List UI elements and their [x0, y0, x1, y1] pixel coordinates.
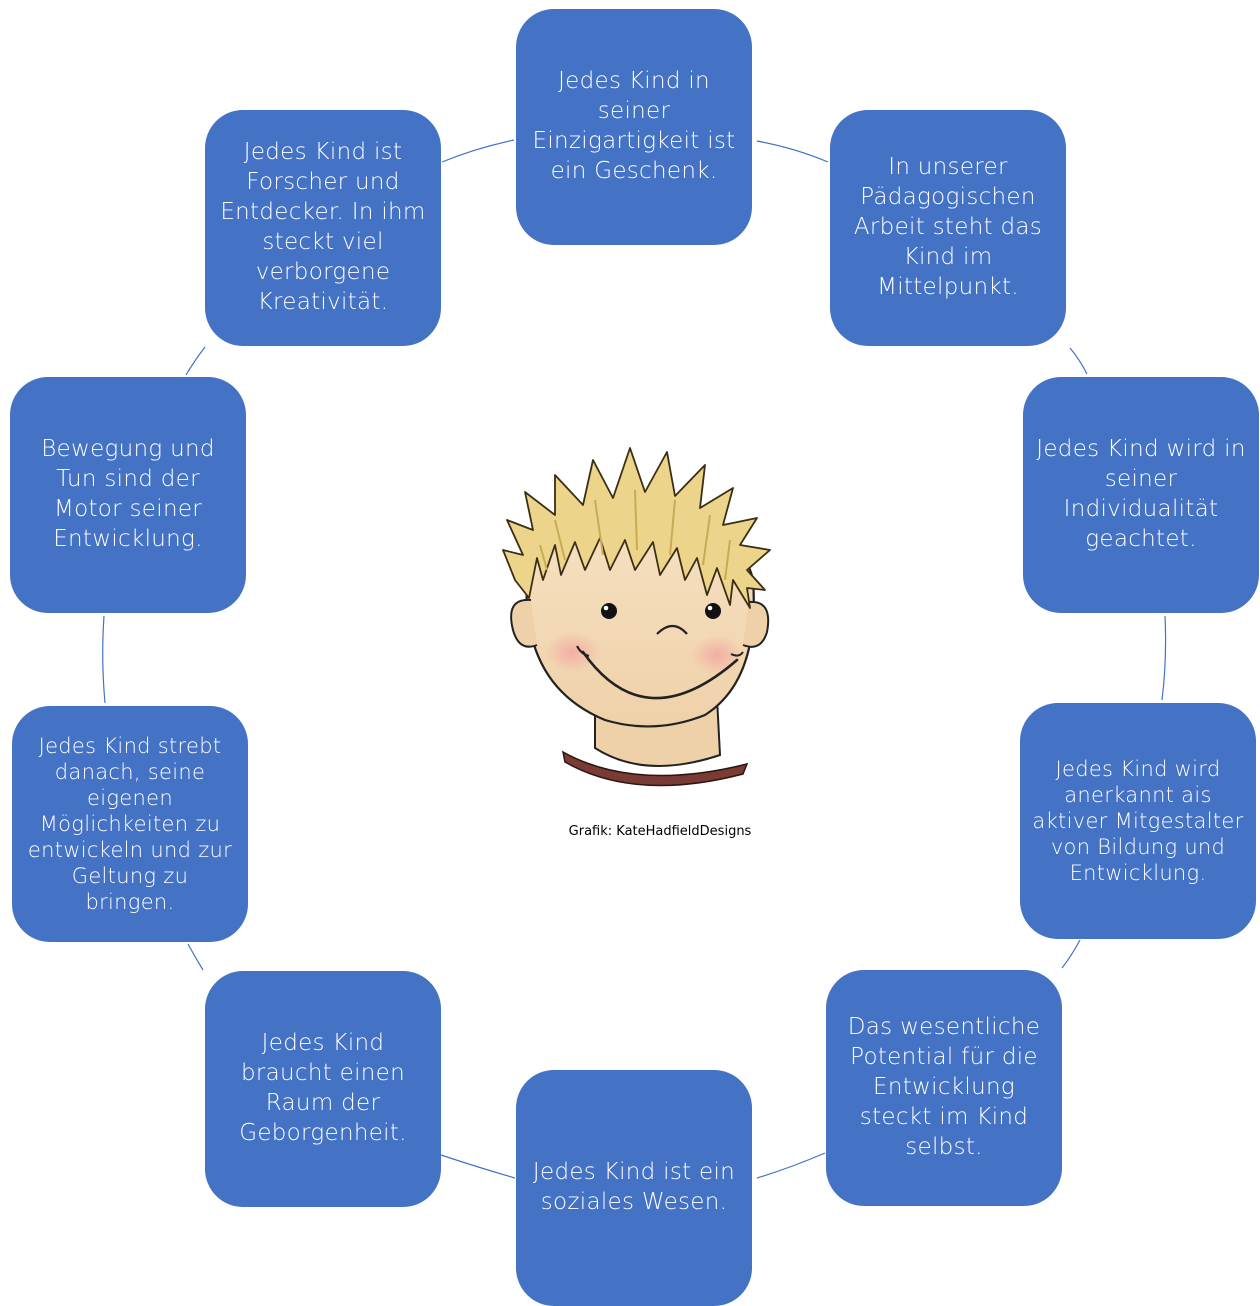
node-top-right-text: In unserer Pädagogischen Arbeit steht da… [853, 154, 1043, 300]
left-eye [601, 603, 617, 619]
connector-right-lower-to-bottom-right [1061, 939, 1081, 969]
node-left-upper-text: Bewegung und Tun sind der Motor seiner E… [41, 436, 215, 552]
left-ear [510, 598, 538, 648]
left-cheek [545, 632, 601, 672]
connector-bottom-right-to-bottom [756, 1152, 826, 1179]
connector-right-upper-to-right-lower [1161, 615, 1167, 701]
child-face-illustration [502, 447, 771, 800]
connector-top-left-to-top [441, 139, 515, 163]
left-eye-highlight [603, 605, 609, 611]
node-right-upper-text: Jedes Kind wird in seiner Individualität… [1036, 436, 1246, 552]
node-right-lower-text: Jedes Kind wird anerkannt ais aktiver Mi… [1032, 756, 1244, 886]
node-top-right: In unserer Pädagogischen Arbeit steht da… [830, 110, 1066, 346]
node-right-lower: Jedes Kind wird anerkannt ais aktiver Mi… [1020, 703, 1256, 939]
node-top-text: Jedes Kind in seiner Einzigartigkeit ist… [532, 68, 736, 184]
image-credit: Grafik: KateHadfieldDesigns [568, 824, 752, 839]
node-left-lower-text: Jedes Kind strebt danach, seine eigenen … [27, 733, 233, 915]
connector-left-upper-to-top-left [185, 346, 206, 376]
right-ear [742, 600, 770, 648]
mouth-smile [581, 650, 739, 700]
connector-top-to-top-right [756, 140, 829, 163]
node-bottom-right-text: Das wesentliche Potential für die Entwic… [847, 1014, 1041, 1160]
right-eye-highlight [707, 605, 713, 611]
nose [656, 624, 688, 635]
node-top-left-text: Jedes Kind ist Forscher und Entdecker. I… [220, 139, 426, 315]
node-bottom-right: Das wesentliche Potential für die Entwic… [826, 970, 1062, 1206]
connector-top-right-to-right-upper [1069, 347, 1088, 375]
node-bottom-left: Jedes Kind braucht einen Raum der Geborg… [205, 971, 441, 1207]
mouth-dimple-left [576, 645, 590, 657]
right-eye [705, 603, 721, 619]
mouth-dimple-right [730, 651, 744, 657]
shirt-collar-band [561, 750, 749, 787]
node-right-upper: Jedes Kind wird in seiner Individualität… [1023, 377, 1259, 613]
node-top-left: Jedes Kind ist Forscher und Entdecker. I… [205, 110, 441, 346]
connector-bottom-left-to-left-lower [187, 943, 204, 971]
connector-left-lower-to-left-upper [102, 615, 106, 704]
node-left-lower: Jedes Kind strebt danach, seine eigenen … [12, 706, 248, 942]
connector-bottom-to-bottom-left [440, 1154, 516, 1179]
hair-shading [539, 489, 731, 581]
node-bottom: Jedes Kind ist ein soziales Wesen. [516, 1070, 752, 1306]
node-top: Jedes Kind in seiner Einzigartigkeit ist… [516, 9, 752, 245]
node-left-upper: Bewegung und Tun sind der Motor seiner E… [10, 377, 246, 613]
node-bottom-text: Jedes Kind ist ein soziales Wesen. [532, 1159, 736, 1215]
node-bottom-left-text: Jedes Kind braucht einen Raum der Geborg… [239, 1030, 407, 1146]
